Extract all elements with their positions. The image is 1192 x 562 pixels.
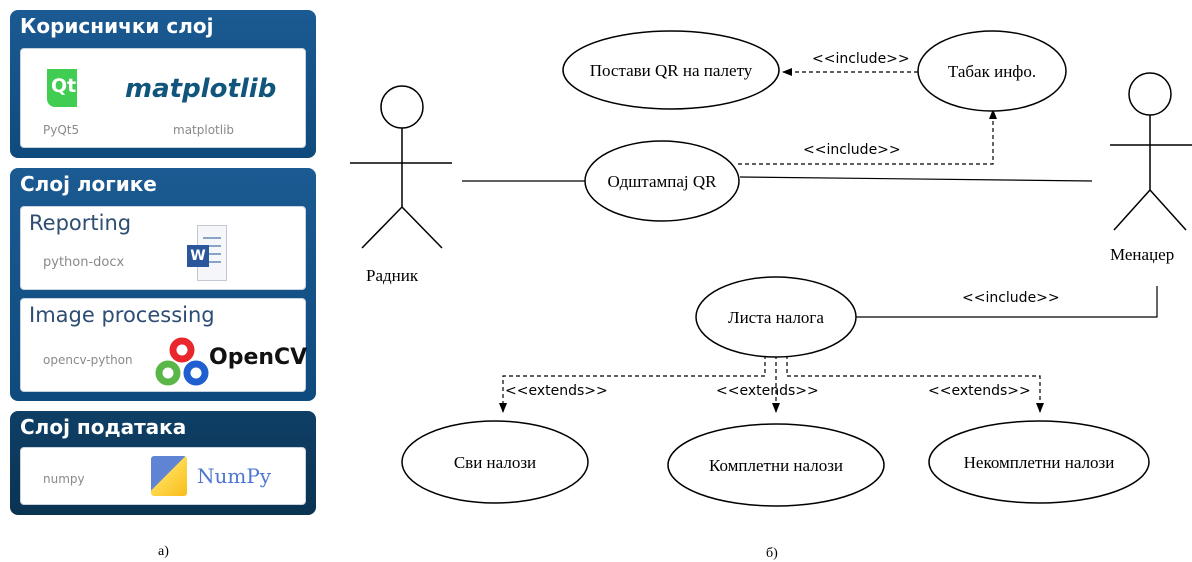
worker-label: Радник [366, 266, 419, 285]
extends-label-complete: <<extends>> [716, 383, 819, 399]
qt-logo: Qt [47, 69, 77, 107]
image-processing-card: Image processing opencv-python OpenCV [20, 298, 308, 392]
include-pallet-info-arrow [738, 109, 997, 165]
data-layer: Слој података numpy NumPy [10, 411, 316, 515]
include-label-place-qr: <<include>> [812, 51, 910, 67]
incomplete-orders-label: Некомплетни налози [964, 453, 1115, 472]
user-layer-title: Кориснички слој [20, 14, 214, 38]
use-case-incomplete-orders [928, 420, 1150, 504]
reporting-card: Reporting python-docx W [20, 206, 306, 290]
manager-print-association [739, 176, 1093, 182]
numpy-label: numpy [43, 472, 85, 486]
extends-label-all: <<extends>> [505, 383, 608, 399]
use-case-pallet-info [917, 30, 1067, 112]
caption-a: а) [158, 544, 169, 559]
include-label-pallet-info: <<include>> [803, 142, 901, 158]
use-case-print-qr [584, 140, 740, 222]
user-layer: Кориснички слој Qt matplotlib PyQt5 matp… [10, 10, 316, 158]
reporting-heading: Reporting [29, 211, 132, 235]
matplotlib-label: matplotlib [173, 123, 235, 137]
use-case-all-orders [401, 420, 589, 504]
all-orders-label: Сви налози [454, 453, 536, 472]
user-layer-card: Qt matplotlib PyQt5 matplotlib [20, 48, 306, 148]
include-label-manager: <<include>> [962, 290, 1060, 306]
opencv-logo-icon [155, 337, 209, 386]
logic-layer-title: Слој логике [20, 172, 157, 196]
qt-logo-text: Qt [51, 75, 77, 97]
data-layer-card: numpy NumPy [20, 447, 306, 505]
numpy-cube-icon [151, 456, 187, 496]
image-processing-heading: Image processing [29, 303, 215, 327]
extends-label-incomplete: <<extends>> [928, 383, 1031, 399]
caption-b: б) [766, 546, 778, 561]
manager-actor [1110, 72, 1192, 231]
opencv-python-label: opencv-python [43, 353, 133, 367]
manager-list-association [855, 286, 1158, 318]
use-case-order-list [695, 276, 857, 358]
manager-label: Менаџер [1110, 245, 1174, 264]
pallet-info-label: Табак инфо. [948, 62, 1036, 81]
numpy-logo-text: NumPy [197, 464, 272, 488]
data-layer-title: Слој података [20, 415, 187, 439]
word-document-icon: W [187, 225, 227, 281]
extends-arrows [499, 355, 1044, 413]
worker-actor [350, 85, 452, 249]
opencv-logo-text: OpenCV [209, 345, 308, 370]
pyqt5-label: PyQt5 [43, 123, 80, 137]
python-docx-label: python-docx [43, 255, 125, 270]
logic-layer: Слој логике Reporting python-docx W Imag… [10, 168, 316, 401]
place-qr-label: Постави QR на палету [590, 61, 753, 80]
print-qr-label: Одштампај QR [608, 172, 718, 191]
matplotlib-logo: matplotlib [125, 74, 277, 104]
use-case-place-qr [562, 30, 780, 110]
order-list-label: Листа налога [728, 308, 824, 327]
use-case-complete-orders [667, 423, 885, 507]
complete-orders-label: Комплетни налози [709, 456, 843, 475]
